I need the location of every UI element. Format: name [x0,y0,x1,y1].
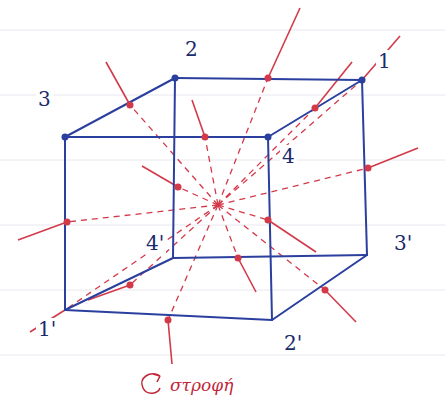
vertex-label: 2' [282,332,304,354]
rotation-label: στροφή [168,376,235,395]
rotation-axes [18,8,418,364]
vertex-label: 2 [183,38,200,60]
rotation-axes-dashed [65,78,368,320]
paper-lines [0,30,445,355]
vertex-label: 4' [144,232,166,254]
vertex-label: 4 [280,145,297,167]
vertex-label: 3' [392,232,414,254]
rotation-arrowhead [153,374,160,382]
vertex-label: 1' [36,318,58,340]
vertex-label: 3 [36,88,53,110]
cube-edges [65,78,367,320]
axis-points [64,75,372,324]
vertices [62,75,366,141]
rotation-arrow [142,374,160,393]
vertex-label: 1 [376,50,393,72]
